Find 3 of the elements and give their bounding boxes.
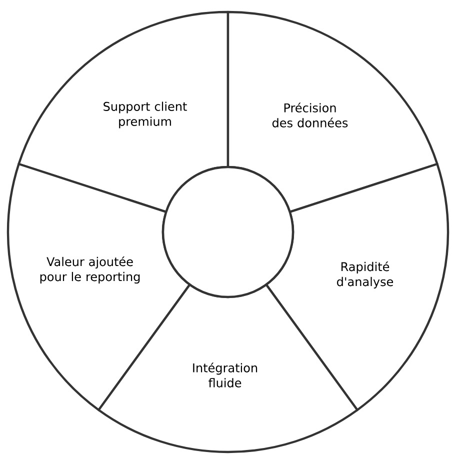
wheel-segment: Support client premium bbox=[18, 10, 230, 213]
center-circle bbox=[162, 166, 294, 298]
wheel-segment: Précision des données bbox=[226, 10, 438, 213]
